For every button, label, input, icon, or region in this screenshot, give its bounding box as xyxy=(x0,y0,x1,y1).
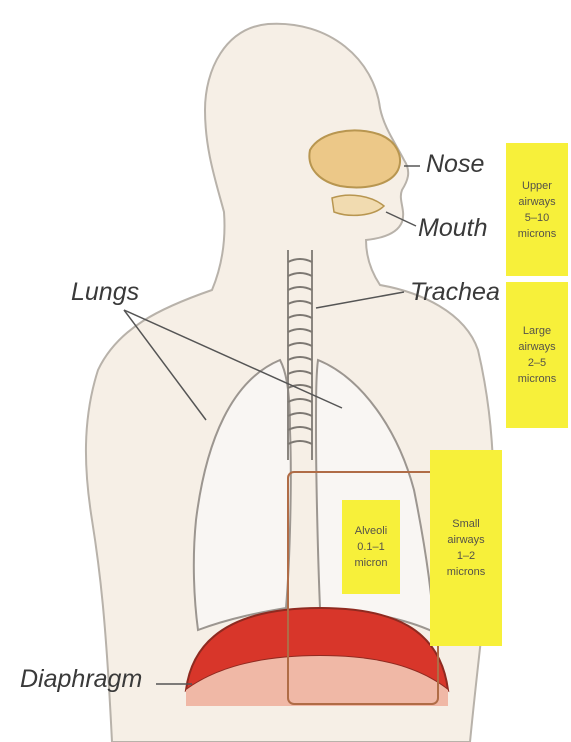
label-nose: Nose xyxy=(426,150,484,179)
label-diaphragm: Diaphragm xyxy=(20,665,142,694)
label-trachea: Trachea xyxy=(410,278,500,307)
nasal-cavity xyxy=(309,131,400,188)
box-alveoli-text: Alveoli 0.1–1 micron xyxy=(354,523,387,571)
box-upper-airways: Upper airways 5–10 microns xyxy=(506,143,568,276)
label-mouth: Mouth xyxy=(418,214,487,243)
box-large-airways: Large airways 2–5 microns xyxy=(506,282,568,428)
box-large-airways-text: Large airways 2–5 microns xyxy=(518,323,557,387)
box-upper-airways-text: Upper airways 5–10 microns xyxy=(518,178,557,242)
box-small-airways: Small airways 1–2 microns xyxy=(430,450,502,646)
box-small-airways-text: Small airways 1–2 microns xyxy=(447,516,486,580)
box-alveoli: Alveoli 0.1–1 micron xyxy=(342,500,400,594)
label-lungs: Lungs xyxy=(71,278,139,307)
